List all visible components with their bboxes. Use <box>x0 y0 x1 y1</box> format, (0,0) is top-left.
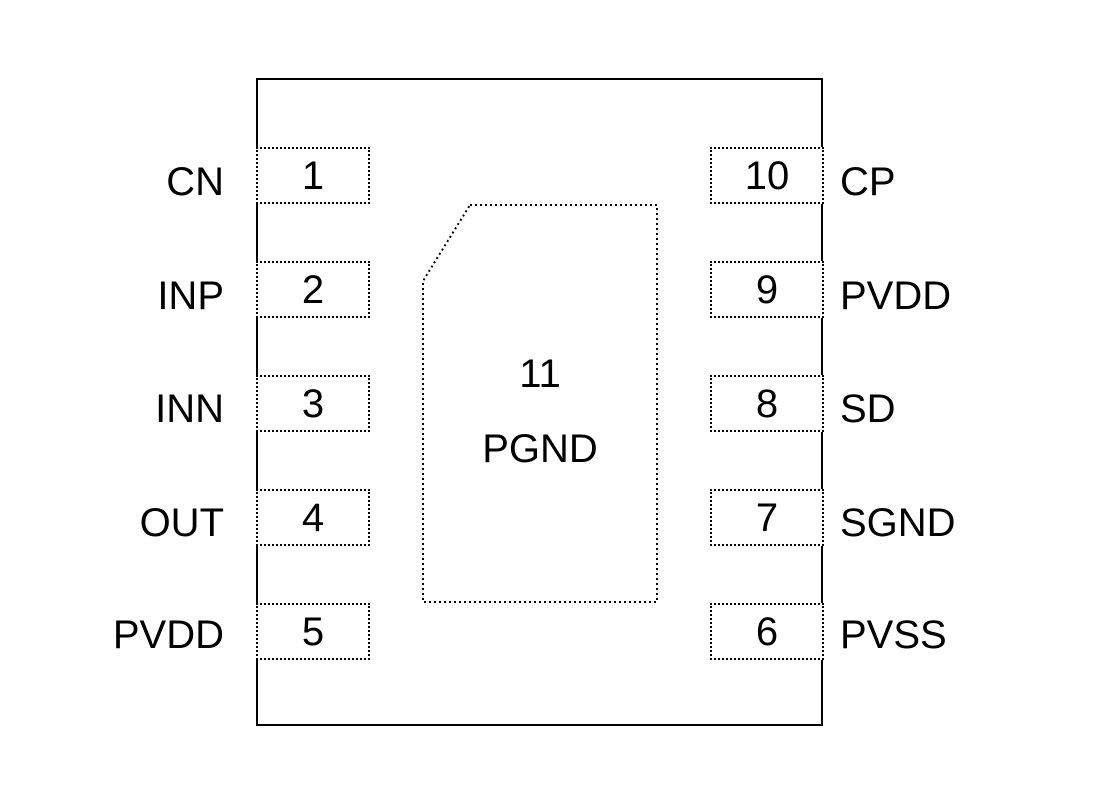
pin-5-pad: 5 <box>256 603 370 660</box>
pin-1-number: 1 <box>301 153 325 198</box>
pin-1-name: CN <box>166 159 224 204</box>
pin-8-number: 8 <box>755 381 779 426</box>
exposed-pad-name: PGND <box>482 427 598 471</box>
pin-7-name: SGND <box>840 500 956 545</box>
pin-6-name: PVSS <box>840 612 947 657</box>
pin-6-pad: 6 <box>710 603 824 660</box>
pin-8-pad: 8 <box>710 375 824 432</box>
pin-5-number: 5 <box>301 609 325 654</box>
pin-10-pad: 10 <box>710 147 824 204</box>
pin-5-name: PVDD <box>112 612 224 657</box>
pin-1-pad: 1 <box>256 147 370 204</box>
pin-10-name: CP <box>840 159 896 204</box>
pin-10-number: 10 <box>744 153 790 198</box>
pin-7-pad: 7 <box>710 489 824 546</box>
pin-9-pad: 9 <box>710 261 824 318</box>
pin-2-pad: 2 <box>256 261 370 318</box>
pin-9-number: 9 <box>755 267 779 312</box>
pin-6-number: 6 <box>755 609 779 654</box>
pin-3-name: INN <box>155 386 224 431</box>
pin-7-number: 7 <box>755 495 779 540</box>
pin-8-name: SD <box>840 386 896 431</box>
exposed-pad-number: 11 <box>519 352 561 396</box>
pin-2-name: INP <box>157 273 224 318</box>
pin-2-number: 2 <box>301 267 325 312</box>
pin-4-name: OUT <box>139 500 224 545</box>
pin-4-number: 4 <box>301 495 325 540</box>
pin-9-name: PVDD <box>840 273 952 318</box>
pin-3-number: 3 <box>301 381 325 426</box>
pin-4-pad: 4 <box>256 489 370 546</box>
pin-3-pad: 3 <box>256 375 370 432</box>
